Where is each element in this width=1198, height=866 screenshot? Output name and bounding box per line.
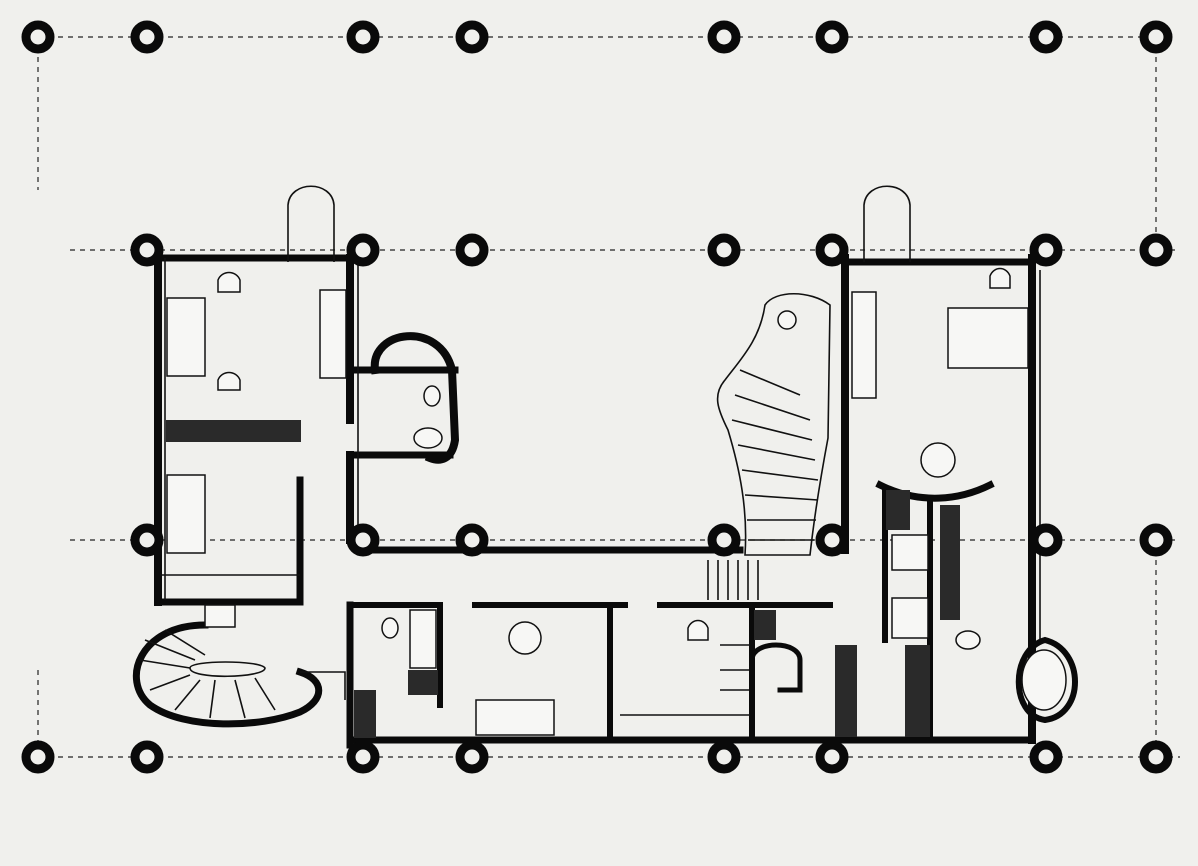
furniture xyxy=(166,267,1078,736)
spiral-landing xyxy=(204,604,236,628)
cabinet-icon xyxy=(891,597,929,639)
column-icon xyxy=(455,233,489,267)
chair-icon xyxy=(989,267,1011,289)
stair-treads xyxy=(731,369,819,541)
column-icon xyxy=(346,233,380,267)
column-icon xyxy=(1139,523,1173,557)
hatch-bath2-b xyxy=(408,670,438,695)
spiral-rail xyxy=(300,671,346,700)
hatch-bath2 xyxy=(354,690,376,738)
hatch-right-3 xyxy=(905,645,930,737)
entry-steps xyxy=(707,560,759,600)
round-table-icon xyxy=(920,442,956,478)
spiral-treads xyxy=(139,629,276,719)
toilet-icon xyxy=(955,630,981,650)
column-icon xyxy=(815,233,849,267)
column-icon xyxy=(455,523,489,557)
hatched-walls xyxy=(166,420,960,738)
wardrobe-icon xyxy=(319,289,347,379)
column-icon xyxy=(21,20,55,54)
chair-icon xyxy=(217,371,241,391)
column-icon xyxy=(1139,20,1173,54)
column-icon xyxy=(707,740,741,774)
balcony-right xyxy=(863,185,911,262)
chair-icon xyxy=(687,619,709,641)
sink-icon xyxy=(413,427,443,449)
toilet-icon xyxy=(381,617,399,639)
bathtub-icon xyxy=(409,609,437,669)
cabinet-icon xyxy=(891,534,929,571)
column-icon xyxy=(21,740,55,774)
balcony-left xyxy=(287,185,335,262)
hatch-right-1 xyxy=(886,490,910,530)
hatch-left-storage xyxy=(166,420,301,442)
column-icon xyxy=(455,740,489,774)
desk-icon xyxy=(475,699,555,736)
column-icon xyxy=(130,20,164,54)
column-icon xyxy=(1029,740,1063,774)
stair-outline xyxy=(716,293,831,556)
toilet-icon xyxy=(423,385,441,407)
wall-bath-curve xyxy=(370,332,460,464)
columns xyxy=(21,20,1173,774)
closet-lines xyxy=(620,644,750,716)
thin-lines xyxy=(160,185,1041,716)
bathtub-icon xyxy=(1015,636,1078,724)
hatch-right-2 xyxy=(940,505,960,620)
hatch-mid xyxy=(754,610,776,640)
bed-icon xyxy=(166,297,206,377)
column-icon xyxy=(130,523,164,557)
column-icon xyxy=(815,740,849,774)
bed-icon xyxy=(166,474,206,554)
chair-icon xyxy=(217,271,241,293)
hatch-right-4 xyxy=(835,645,857,737)
column-icon xyxy=(815,20,849,54)
column-icon xyxy=(1029,233,1063,267)
column-icon xyxy=(1029,20,1063,54)
column-icon xyxy=(130,233,164,267)
column-icon xyxy=(455,20,489,54)
column-icon xyxy=(1139,740,1173,774)
structural-grid xyxy=(37,36,1180,758)
column-icon xyxy=(707,233,741,267)
column-icon xyxy=(707,20,741,54)
spiral-outer-wall xyxy=(132,621,323,728)
column-icon xyxy=(346,523,380,557)
curved-ramp-stair-icon xyxy=(716,293,831,556)
round-table-icon xyxy=(508,621,542,655)
wardrobe-icon xyxy=(851,291,877,399)
bathtub-inner-icon xyxy=(1021,649,1067,711)
column-icon xyxy=(346,740,380,774)
column-icon xyxy=(707,523,741,557)
stair-newel-icon xyxy=(777,310,797,330)
wall-bath2 xyxy=(347,602,443,708)
column-icon xyxy=(130,740,164,774)
spiral-stair-icon xyxy=(132,604,346,728)
shower-icon xyxy=(749,642,803,703)
bed-icon xyxy=(947,307,1029,369)
spiral-core xyxy=(189,661,266,678)
column-icon xyxy=(346,20,380,54)
column-icon xyxy=(1139,233,1173,267)
column-icon xyxy=(1029,523,1063,557)
column-icon xyxy=(815,523,849,557)
